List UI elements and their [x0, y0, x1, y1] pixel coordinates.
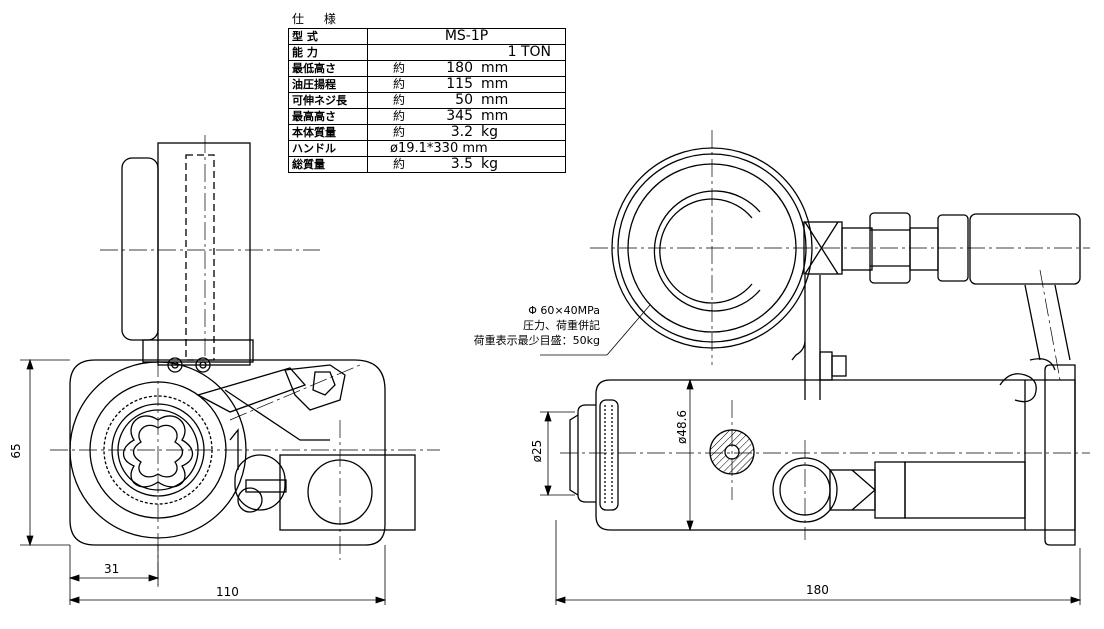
spec-num: 180 [446, 60, 473, 76]
spec-key: 本体質量 [288, 124, 368, 141]
spec-row: 総質量 約 3.5 kg [288, 156, 566, 173]
spec-value: 約 345 mm [367, 108, 566, 125]
spec-row: 油圧揚程 約 115 mm [288, 76, 566, 93]
dimension-height-left: 65 [9, 443, 23, 459]
spec-value: 約 115 mm [367, 76, 566, 93]
right-view [569, 147, 1081, 546]
spec-unit: mm [481, 92, 509, 108]
spec-key: 可伸ネジ長 [288, 92, 368, 109]
left-dimensions [20, 358, 387, 605]
spec-prefix: 約 [393, 93, 406, 107]
dimension-rod-diameter: ø25 [530, 439, 544, 463]
spec-key: 最高高さ [288, 108, 368, 125]
spec-num: 115 [446, 76, 473, 92]
left-view [69, 142, 416, 546]
spec-prefix: 約 [393, 157, 406, 171]
spec-value: ø19.1*330 mm [367, 140, 566, 157]
spec-row: 型 式 MS-1P [288, 28, 566, 45]
spec-key: 油圧揚程 [288, 76, 368, 93]
spec-unit: mm [481, 108, 509, 124]
gauge-annotation-line3: 荷重表示最少目盛：50kg [473, 334, 600, 347]
spec-unit: mm [481, 76, 509, 92]
spec-unit: kg [481, 156, 498, 172]
spec-row: 本体質量 約 3.2 kg [288, 124, 566, 141]
dimension-offset-left: 31 [104, 562, 120, 576]
spec-key: ハンドル [288, 140, 368, 157]
spec-table: 型 式 MS-1P 能 力 1 TON 最低高さ 約 180 mm 油圧揚程 約 11… [288, 28, 566, 173]
spec-value: MS-1P [367, 28, 566, 45]
right-centerlines [560, 130, 1090, 540]
spec-num: 50 [455, 92, 473, 108]
spec-value: 約 180 mm [367, 60, 566, 77]
spec-num: 3.2 [450, 124, 473, 140]
spec-key: 最低高さ [288, 60, 368, 77]
spec-row: 最高高さ 約 345 mm [288, 108, 566, 125]
spec-row: ハンドル ø19.1*330 mm [288, 140, 566, 157]
spec-prefix: 約 [393, 61, 406, 75]
dimension-width-left: 110 [216, 585, 239, 599]
spec-prefix: 約 [393, 77, 406, 91]
spec-num: 345 [446, 108, 473, 124]
gauge-annotation: Φ 60×40MPa 圧力、荷重併記 荷重表示最少目盛：50kg [440, 303, 600, 348]
spec-value: 約 50 mm [367, 92, 566, 109]
dimension-body-diameter: ø48.6 [675, 409, 689, 445]
spec-value: 約 3.2 kg [367, 124, 566, 141]
spec-row: 最低高さ 約 180 mm [288, 60, 566, 77]
spec-value: 1 TON [367, 44, 566, 61]
spec-prefix: 約 [393, 109, 406, 123]
spec-value: 約 3.5 kg [367, 156, 566, 173]
dimension-length-right: 180 [806, 583, 829, 597]
spec-unit: kg [481, 124, 498, 140]
spec-row: 能 力 1 TON [288, 44, 566, 61]
gauge-annotation-line2: 圧力、荷重併記 [523, 319, 600, 332]
spec-key: 能 力 [288, 44, 368, 61]
spec-prefix: 約 [393, 125, 406, 139]
right-dimensions [540, 304, 1082, 605]
spec-title: 仕 様 [292, 12, 344, 26]
spec-row: 可伸ネジ長 約 50 mm [288, 92, 566, 109]
gauge-annotation-line1: Φ 60×40MPa [528, 304, 600, 317]
spec-unit: mm [481, 60, 509, 76]
spec-key: 総質量 [288, 156, 368, 173]
spec-key: 型 式 [288, 28, 368, 45]
spec-num: 3.5 [450, 156, 473, 172]
